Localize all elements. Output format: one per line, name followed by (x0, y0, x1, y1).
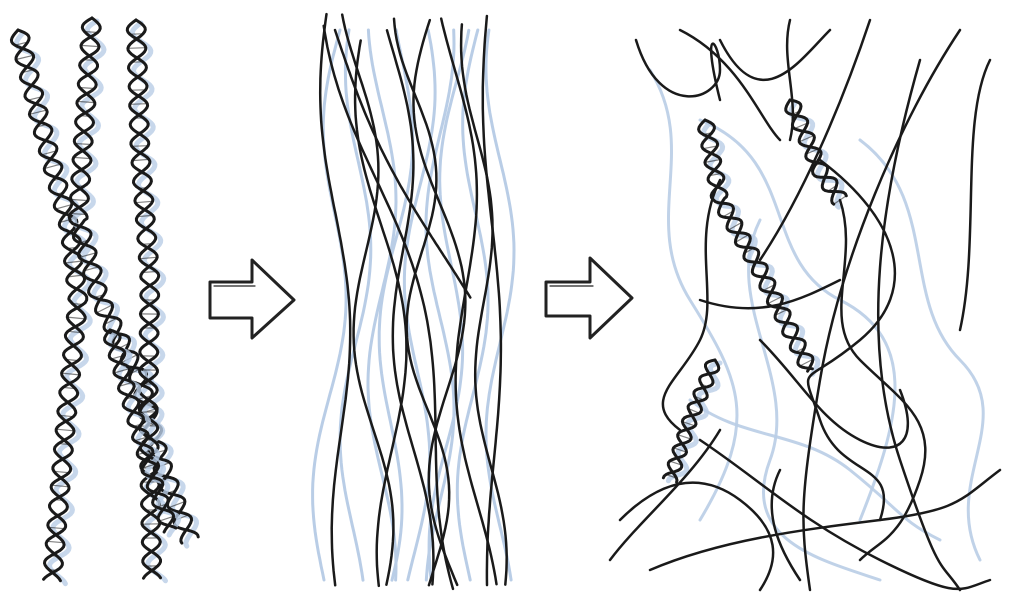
strand (483, 16, 501, 585)
loose-strand (610, 430, 720, 560)
loose-strand (760, 340, 908, 448)
helix-1-rung (16, 55, 33, 59)
helix-1-rung (52, 485, 69, 487)
loose-strand (960, 60, 990, 330)
helix-3-rung (139, 188, 147, 189)
helix-3-rung (135, 201, 152, 202)
loose-strand (878, 60, 960, 590)
helix-1-rung (67, 317, 85, 319)
right-arrow-icon (546, 258, 632, 338)
helix-2-rung (185, 530, 187, 531)
loose-strand (620, 483, 773, 590)
panel-twisted-strands (11, 18, 198, 584)
helix-4-strand-b (109, 330, 176, 528)
helix-3-rung (139, 257, 157, 258)
loose-strand (680, 30, 780, 140)
right-arrow-icon (210, 260, 294, 338)
helix-4-rung (157, 492, 159, 493)
panel-parallel-strands (313, 14, 514, 589)
helix-1-rung (55, 500, 64, 501)
helix-3-rung (132, 146, 148, 147)
tangle-shadow (650, 70, 737, 520)
panel-entangled-strands (610, 20, 1000, 590)
helix-2-rung (77, 101, 95, 102)
helix-2-rung (83, 60, 94, 61)
helix-3-rung (142, 244, 152, 245)
loose-strand (700, 440, 990, 589)
helix-2-rung (74, 157, 91, 158)
helix-2-rung (81, 45, 99, 46)
helix-1-rung (49, 570, 57, 571)
helix-1-rung (68, 234, 73, 235)
strand-shadow (313, 30, 347, 580)
loose-strand (787, 20, 793, 140)
helix-3-rung (130, 104, 148, 105)
helix-3-rung (128, 48, 146, 49)
loose-strand (803, 30, 960, 590)
loose-strand (772, 470, 800, 580)
helix-1-rung (51, 556, 57, 557)
loose-strand (808, 160, 895, 520)
helix-2-rung (80, 116, 89, 117)
helix-1-rung (56, 429, 74, 431)
loose-strand (650, 470, 1000, 570)
loose-strand (720, 30, 830, 80)
